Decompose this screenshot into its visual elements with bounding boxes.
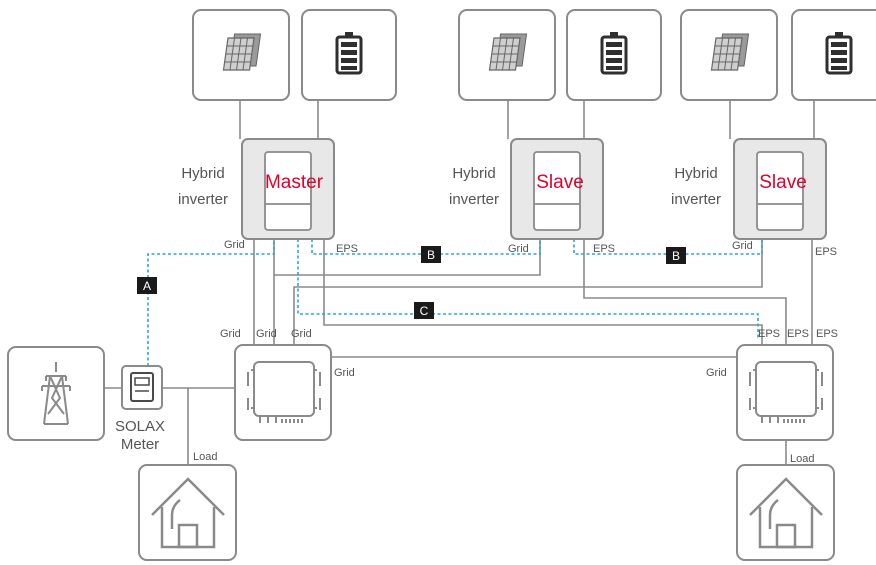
hybrid-label-1: Hybrid <box>181 165 224 182</box>
grid-port-label: Grid <box>508 243 529 255</box>
grid-label: Grid <box>706 367 727 379</box>
tag-b: B <box>666 247 686 264</box>
eps-port-label: EPS <box>593 243 615 255</box>
meter-label-line1: SOLAX <box>115 418 165 435</box>
tag-c: C <box>414 302 434 319</box>
svg-text:A: A <box>143 279 151 293</box>
solar-panel-icon <box>222 33 262 71</box>
inverter-master: Master <box>241 138 335 240</box>
load-house-left <box>138 464 237 561</box>
tag-a: A <box>137 277 157 294</box>
tag-b: B <box>421 246 441 263</box>
grid-label: Grid <box>220 328 241 340</box>
inverter-label-2: inverter <box>449 191 499 208</box>
grid-port-label: Grid <box>732 240 753 252</box>
utility-grid <box>7 346 105 441</box>
meter-label-line2: Meter <box>121 436 159 453</box>
load-label: Load <box>193 451 217 463</box>
inverter-slave-1: Slave <box>510 138 604 240</box>
solax-meter: SOLAX Meter <box>115 365 165 453</box>
inverter-label-3: inverter <box>671 191 721 208</box>
hybrid-label-3: Hybrid <box>674 165 717 182</box>
meter-icon <box>130 372 154 402</box>
inverter-label-1: inverter <box>178 191 228 208</box>
grid-port-label: Grid <box>224 239 245 251</box>
solar-panel-icon <box>488 33 528 71</box>
grid-label: Grid <box>334 367 355 379</box>
slave-label-1: Slave <box>536 172 584 193</box>
slave-label-2: Slave <box>759 172 807 193</box>
power-wires <box>104 100 815 465</box>
solar-panel-icon <box>710 33 750 71</box>
eps-port-label: EPS <box>815 246 837 258</box>
svg-text:C: C <box>420 304 429 318</box>
eps-port-label: EPS <box>336 243 358 255</box>
distribution-box-right <box>736 344 834 441</box>
svg-text:B: B <box>672 249 680 263</box>
eps-label: EPS <box>758 328 780 340</box>
load-label: Load <box>790 453 814 465</box>
inverter-slave-2: Slave <box>733 138 827 240</box>
eps-label: EPS <box>787 328 809 340</box>
svg-text:B: B <box>427 248 435 262</box>
distribution-box-left <box>234 344 332 441</box>
grid-label: Grid <box>291 328 312 340</box>
power-tower-icon <box>41 362 71 425</box>
master-label: Master <box>265 172 324 193</box>
hybrid-label-2: Hybrid <box>452 165 495 182</box>
grid-label: Grid <box>256 328 277 340</box>
load-house-right <box>736 464 835 561</box>
eps-label: EPS <box>816 328 838 340</box>
